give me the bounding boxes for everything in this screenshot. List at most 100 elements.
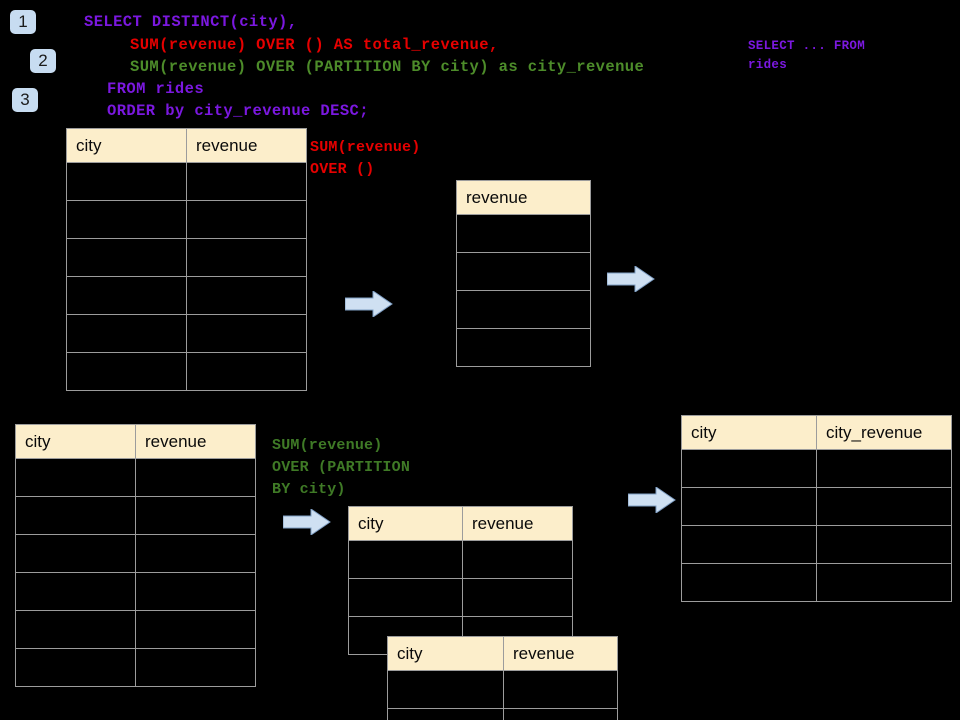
column-header-revenue: revenue [503, 636, 618, 671]
table-final-result: city city_revenue [681, 415, 952, 602]
table-row [66, 238, 307, 277]
table-row [66, 352, 307, 391]
table-row [387, 708, 618, 720]
table-row [15, 496, 256, 535]
cell-city [66, 162, 187, 201]
table-row [456, 328, 591, 367]
cell-revenue [456, 290, 591, 329]
cell-city [15, 534, 136, 573]
table-row [681, 487, 952, 526]
table-row [15, 648, 256, 687]
step-badge-3[interactable]: 3 [12, 88, 38, 112]
table-row [66, 200, 307, 239]
cell-city-revenue [816, 449, 952, 488]
table-partition-group-a: city revenue [348, 506, 573, 655]
table-row [15, 572, 256, 611]
table-row [681, 525, 952, 564]
arrow-source-to-total-icon [345, 291, 393, 317]
cell-revenue [186, 352, 307, 391]
column-header-city: city [681, 415, 817, 450]
cell-revenue [186, 238, 307, 277]
cell-revenue [503, 708, 618, 720]
table-header-row: city revenue [15, 424, 256, 459]
table-row [681, 449, 952, 488]
table-total-revenue-result: revenue [456, 180, 591, 367]
column-header-city: city [15, 424, 136, 459]
arrow-total-to-final-icon [607, 266, 655, 292]
table-row [387, 670, 618, 709]
cell-city [15, 648, 136, 687]
table-body [348, 540, 573, 655]
table-row [456, 252, 591, 291]
arrow-partition-to-final-icon [628, 487, 676, 513]
step-badge-2[interactable]: 2 [30, 49, 56, 73]
arrow-source-to-partition-icon [283, 509, 331, 535]
cell-revenue [186, 200, 307, 239]
table-rides-source-partition: city revenue [15, 424, 256, 687]
cell-city [66, 238, 187, 277]
sql-line-order-by: ORDER by city_revenue DESC; [107, 102, 369, 120]
cell-revenue [186, 314, 307, 353]
cell-city [681, 563, 817, 602]
cell-city [66, 276, 187, 315]
column-header-revenue: revenue [186, 128, 307, 163]
cell-revenue [456, 214, 591, 253]
column-header-city: city [387, 636, 504, 671]
table-row [456, 290, 591, 329]
cell-revenue [135, 534, 256, 573]
cell-revenue [503, 670, 618, 709]
cell-city [681, 487, 817, 526]
cell-city [66, 200, 187, 239]
cell-city [15, 572, 136, 611]
table-row [15, 610, 256, 649]
table-header-row: city revenue [66, 128, 307, 163]
table-row [348, 578, 573, 617]
table-row [456, 214, 591, 253]
annotation-sum-over-empty: SUM(revenue) OVER () [310, 139, 421, 178]
table-header-row: revenue [456, 180, 591, 215]
cell-city-revenue [816, 487, 952, 526]
cell-city [387, 708, 504, 720]
table-body [456, 214, 591, 367]
cell-city [681, 449, 817, 488]
cell-city [15, 496, 136, 535]
column-header-revenue: revenue [456, 180, 591, 215]
sql-line-total-revenue: SUM(revenue) OVER () AS total_revenue, [130, 36, 499, 54]
sql-line-select-distinct: SELECT DISTINCT(city), [84, 13, 298, 31]
step-badge-1[interactable]: 1 [10, 10, 36, 34]
column-header-city: city [348, 506, 463, 541]
cell-revenue [135, 610, 256, 649]
cell-revenue [135, 648, 256, 687]
table-body [387, 670, 618, 720]
cell-revenue [186, 162, 307, 201]
table-body [15, 458, 256, 687]
table-header-row: city city_revenue [681, 415, 952, 450]
cell-city [15, 458, 136, 497]
cell-revenue [462, 540, 573, 579]
table-row [66, 314, 307, 353]
column-header-city: city [66, 128, 187, 163]
table-partition-group-b: city revenue [387, 636, 618, 720]
table-row [66, 276, 307, 315]
table-row [66, 162, 307, 201]
sql-line-city-revenue: SUM(revenue) OVER (PARTITION BY city) as… [130, 58, 645, 76]
cell-city [66, 352, 187, 391]
cell-city [681, 525, 817, 564]
table-row [15, 458, 256, 497]
cell-city [348, 578, 463, 617]
cell-city [387, 670, 504, 709]
table-row [681, 563, 952, 602]
cell-city-revenue [816, 563, 952, 602]
cell-revenue [135, 496, 256, 535]
table-header-row: city revenue [387, 636, 618, 671]
table-header-row: city revenue [348, 506, 573, 541]
column-header-revenue: revenue [135, 424, 256, 459]
cell-revenue [135, 572, 256, 611]
cell-revenue [135, 458, 256, 497]
table-body [66, 162, 307, 391]
table-rides-source: city revenue [66, 128, 307, 391]
cell-revenue [456, 328, 591, 367]
table-row [15, 534, 256, 573]
side-note-select-from-rides: SELECT ... FROM rides [748, 39, 866, 72]
